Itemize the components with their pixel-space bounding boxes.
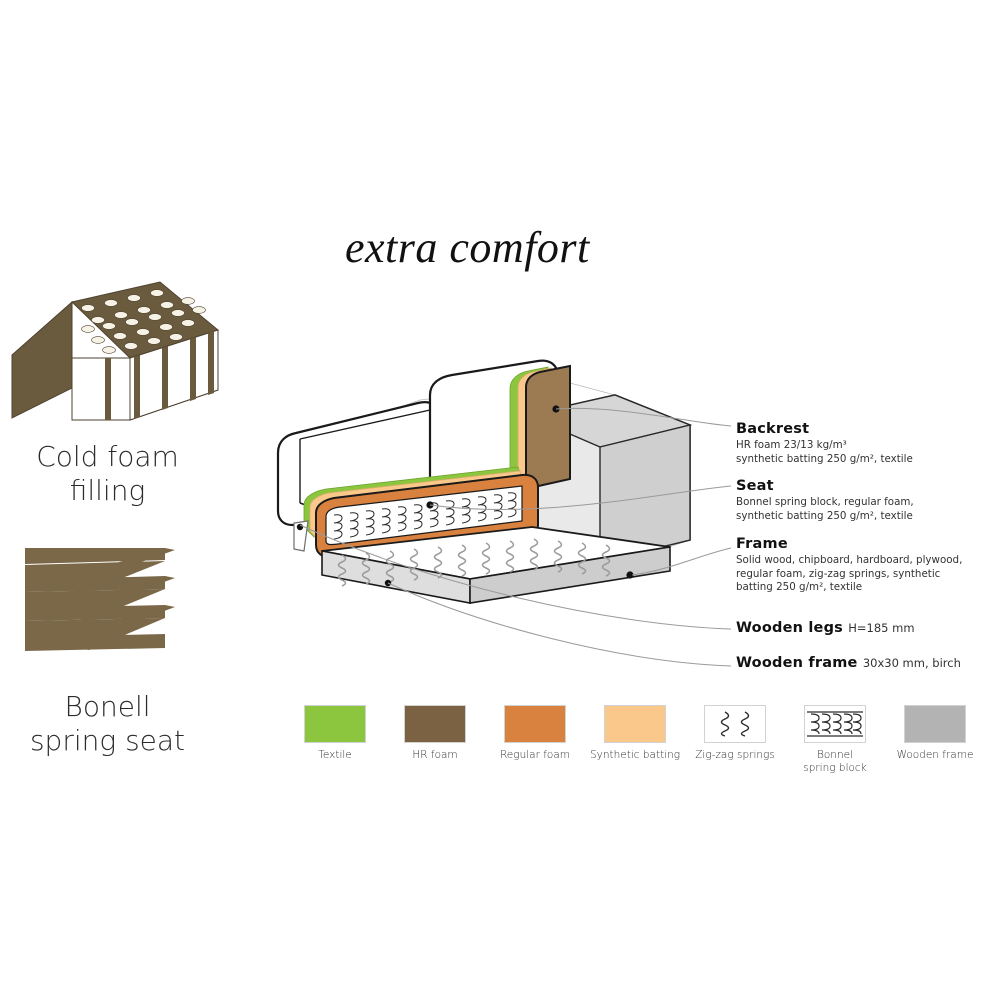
- legend-label-regular-foam: Regular foam: [499, 749, 571, 761]
- legend-label-hr-foam: HR foam: [412, 749, 458, 761]
- annotation-backrest: Backrest HR foam 23/13 kg/m³ synthetic b…: [736, 421, 913, 466]
- legend-item-wooden-frame: Wooden frame: [880, 705, 990, 762]
- annotation-seat-line2: synthetic batting 250 g/m², textile: [736, 509, 913, 522]
- annotation-backrest-line1: HR foam 23/13 kg/m³: [736, 439, 847, 451]
- annotation-frame-line2: regular foam, zig-zag springs, synthetic: [736, 567, 941, 580]
- annotation-backrest-line2: synthetic batting 250 g/m², textile: [736, 452, 913, 465]
- legend-swatch-zigzag-springs: [704, 705, 766, 743]
- marker-dot-frame: [626, 571, 634, 579]
- annotation-frame: Frame Solid wood, chipboard, hardboard, …: [736, 536, 962, 595]
- legend-label-bonnel-spring-block-line2: spring block: [803, 762, 867, 775]
- annotation-backrest-heading: Backrest: [736, 421, 810, 437]
- cold-foam-caption-line1: Cold foam: [36, 440, 179, 473]
- bonell-spring-icon: [25, 548, 195, 673]
- legend-item-synthetic-batting: Synthetic batting: [580, 705, 690, 762]
- legend-label-textile: Textile: [318, 749, 352, 761]
- legend-label-wooden-frame: Wooden frame: [896, 749, 974, 761]
- bonell-caption-line2: spring seat: [29, 724, 186, 758]
- cold-foam-caption-line2: filling: [69, 474, 146, 508]
- cold-foam-icon: [10, 280, 220, 430]
- legend-swatch-synthetic-batting: [604, 705, 666, 743]
- annotation-wooden-legs: Wooden legs H=185 mm: [736, 620, 915, 636]
- legend-item-regular-foam: Regular foam: [480, 705, 590, 762]
- annotation-frame-heading: Frame: [736, 536, 788, 552]
- material-legend: Textile HR foam Regular foam Synthetic b…: [280, 705, 980, 775]
- legend-label-zigzag-springs: Zig-zag springs: [695, 749, 775, 761]
- legend-swatch-regular-foam: [504, 705, 566, 743]
- wooden-leg: [293, 520, 309, 552]
- annotation-wooden-legs-heading: Wooden legs: [736, 620, 843, 636]
- cold-foam-caption: Cold foam filling: [0, 440, 215, 508]
- marker-dot-backrest: [552, 405, 560, 413]
- legend-swatch-bonnel-spring-block: [804, 705, 866, 743]
- annotation-seat: Seat Bonnel spring block, regular foam, …: [736, 478, 914, 523]
- annotation-wooden-frame-value: 30x30 mm, birch: [862, 656, 961, 670]
- marker-dot-seat: [426, 501, 434, 509]
- legend-label-bonnel-spring-block-line1: Bonnel: [817, 749, 853, 761]
- annotation-wooden-frame: Wooden frame 30x30 mm, birch: [736, 655, 961, 671]
- legend-item-hr-foam: HR foam: [380, 705, 490, 762]
- marker-dot-wooden-frame: [384, 579, 392, 587]
- annotation-frame-line3: batting 250 g/m², textile: [736, 581, 863, 594]
- annotation-seat-heading: Seat: [736, 478, 774, 494]
- annotation-wooden-frame-heading: Wooden frame: [736, 655, 858, 671]
- legend-label-synthetic-batting: Synthetic batting: [589, 749, 681, 761]
- page-title: extra comfort: [345, 223, 590, 272]
- annotation-wooden-legs-value: H=185 mm: [848, 621, 915, 635]
- legend-swatch-wooden-frame: [904, 705, 966, 743]
- legend-swatch-hr-foam: [404, 705, 466, 743]
- bonell-spring-caption: Bonell spring seat: [0, 690, 215, 758]
- sofa-cutaway-diagram: [270, 355, 740, 625]
- legend-item-textile: Textile: [280, 705, 390, 762]
- legend-swatch-textile: [304, 705, 366, 743]
- legend-item-zigzag-springs: Zig-zag springs: [680, 705, 790, 762]
- annotation-seat-line1: Bonnel spring block, regular foam,: [736, 496, 914, 508]
- legend-item-bonnel-spring-block: Bonnel spring block: [780, 705, 890, 775]
- annotation-frame-line1: Solid wood, chipboard, hardboard, plywoo…: [736, 554, 963, 566]
- bonell-caption-line1: Bonell: [64, 690, 151, 723]
